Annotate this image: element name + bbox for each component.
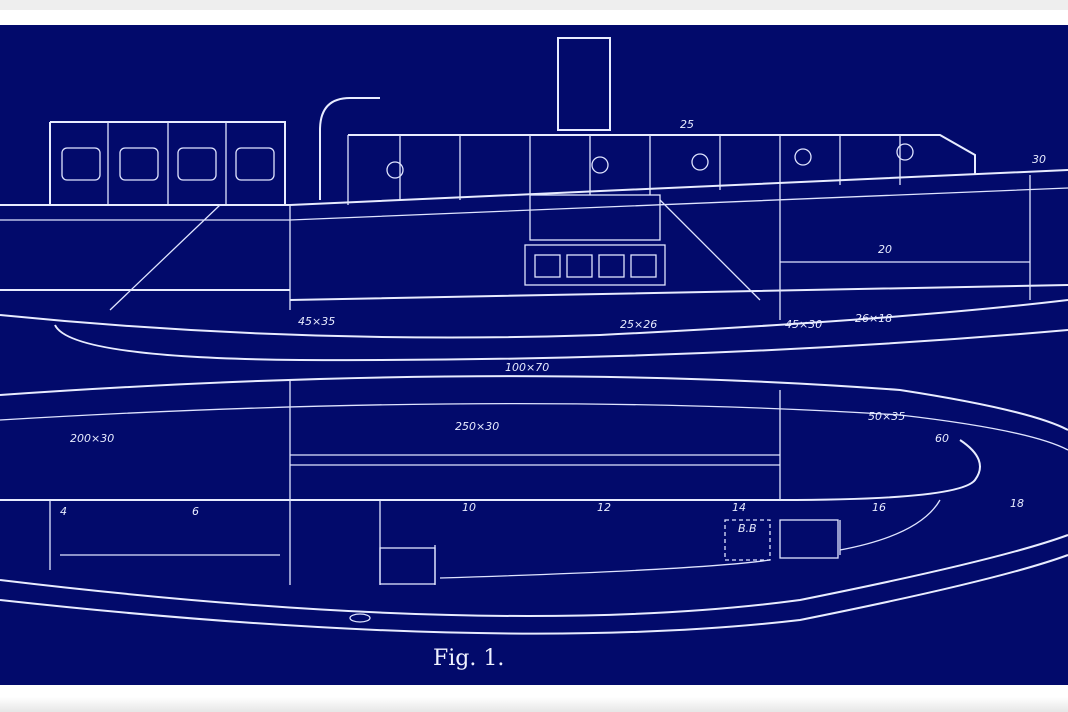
keel-line bbox=[54, 324, 1068, 362]
aft-cabin bbox=[49, 121, 286, 205]
dimension-labels: 100×70 200×30 45×35 25×26 45×30 26×18 50… bbox=[60, 118, 1046, 535]
side-elevation bbox=[0, 37, 1068, 362]
frame-number: 10 bbox=[462, 501, 476, 514]
label-small-2: 20 bbox=[878, 243, 892, 256]
label-deck-1: 45×35 bbox=[298, 315, 335, 328]
figure-caption: Fig. 1. bbox=[433, 646, 504, 671]
hull-outline-bottom bbox=[0, 534, 1068, 617]
label-center: 250×30 bbox=[455, 420, 499, 433]
label-small-3: 25 bbox=[680, 118, 694, 131]
deck-line bbox=[0, 299, 1068, 339]
label-frame-right: 50×35 bbox=[868, 410, 905, 423]
frame-number: 12 bbox=[597, 501, 611, 514]
frame-number: 16 bbox=[872, 501, 886, 514]
top-border bbox=[0, 0, 1068, 10]
funnel bbox=[557, 37, 611, 131]
label-small-4: 30 bbox=[1032, 153, 1046, 166]
companionway bbox=[319, 97, 380, 200]
label-deck-2: 25×26 bbox=[620, 318, 657, 331]
label-small-1: 60 bbox=[935, 432, 949, 445]
frame-number: 18 bbox=[1010, 497, 1024, 510]
bottom-border bbox=[0, 697, 1068, 712]
frame-number: 14 bbox=[732, 501, 746, 514]
label-mark: B.B bbox=[738, 522, 757, 535]
label-beam-top: 100×70 bbox=[505, 361, 549, 374]
sheer-line bbox=[0, 169, 1068, 206]
label-frame-left: 200×30 bbox=[70, 432, 114, 445]
frame-number: 4 bbox=[60, 505, 67, 518]
deckhouse bbox=[348, 134, 976, 175]
plan-view bbox=[0, 375, 1068, 635]
label-deck-4: 26×18 bbox=[855, 312, 892, 325]
frame-number: 6 bbox=[192, 505, 199, 518]
label-deck-3: 45×30 bbox=[785, 318, 822, 331]
hull-outline-top bbox=[0, 375, 1068, 431]
